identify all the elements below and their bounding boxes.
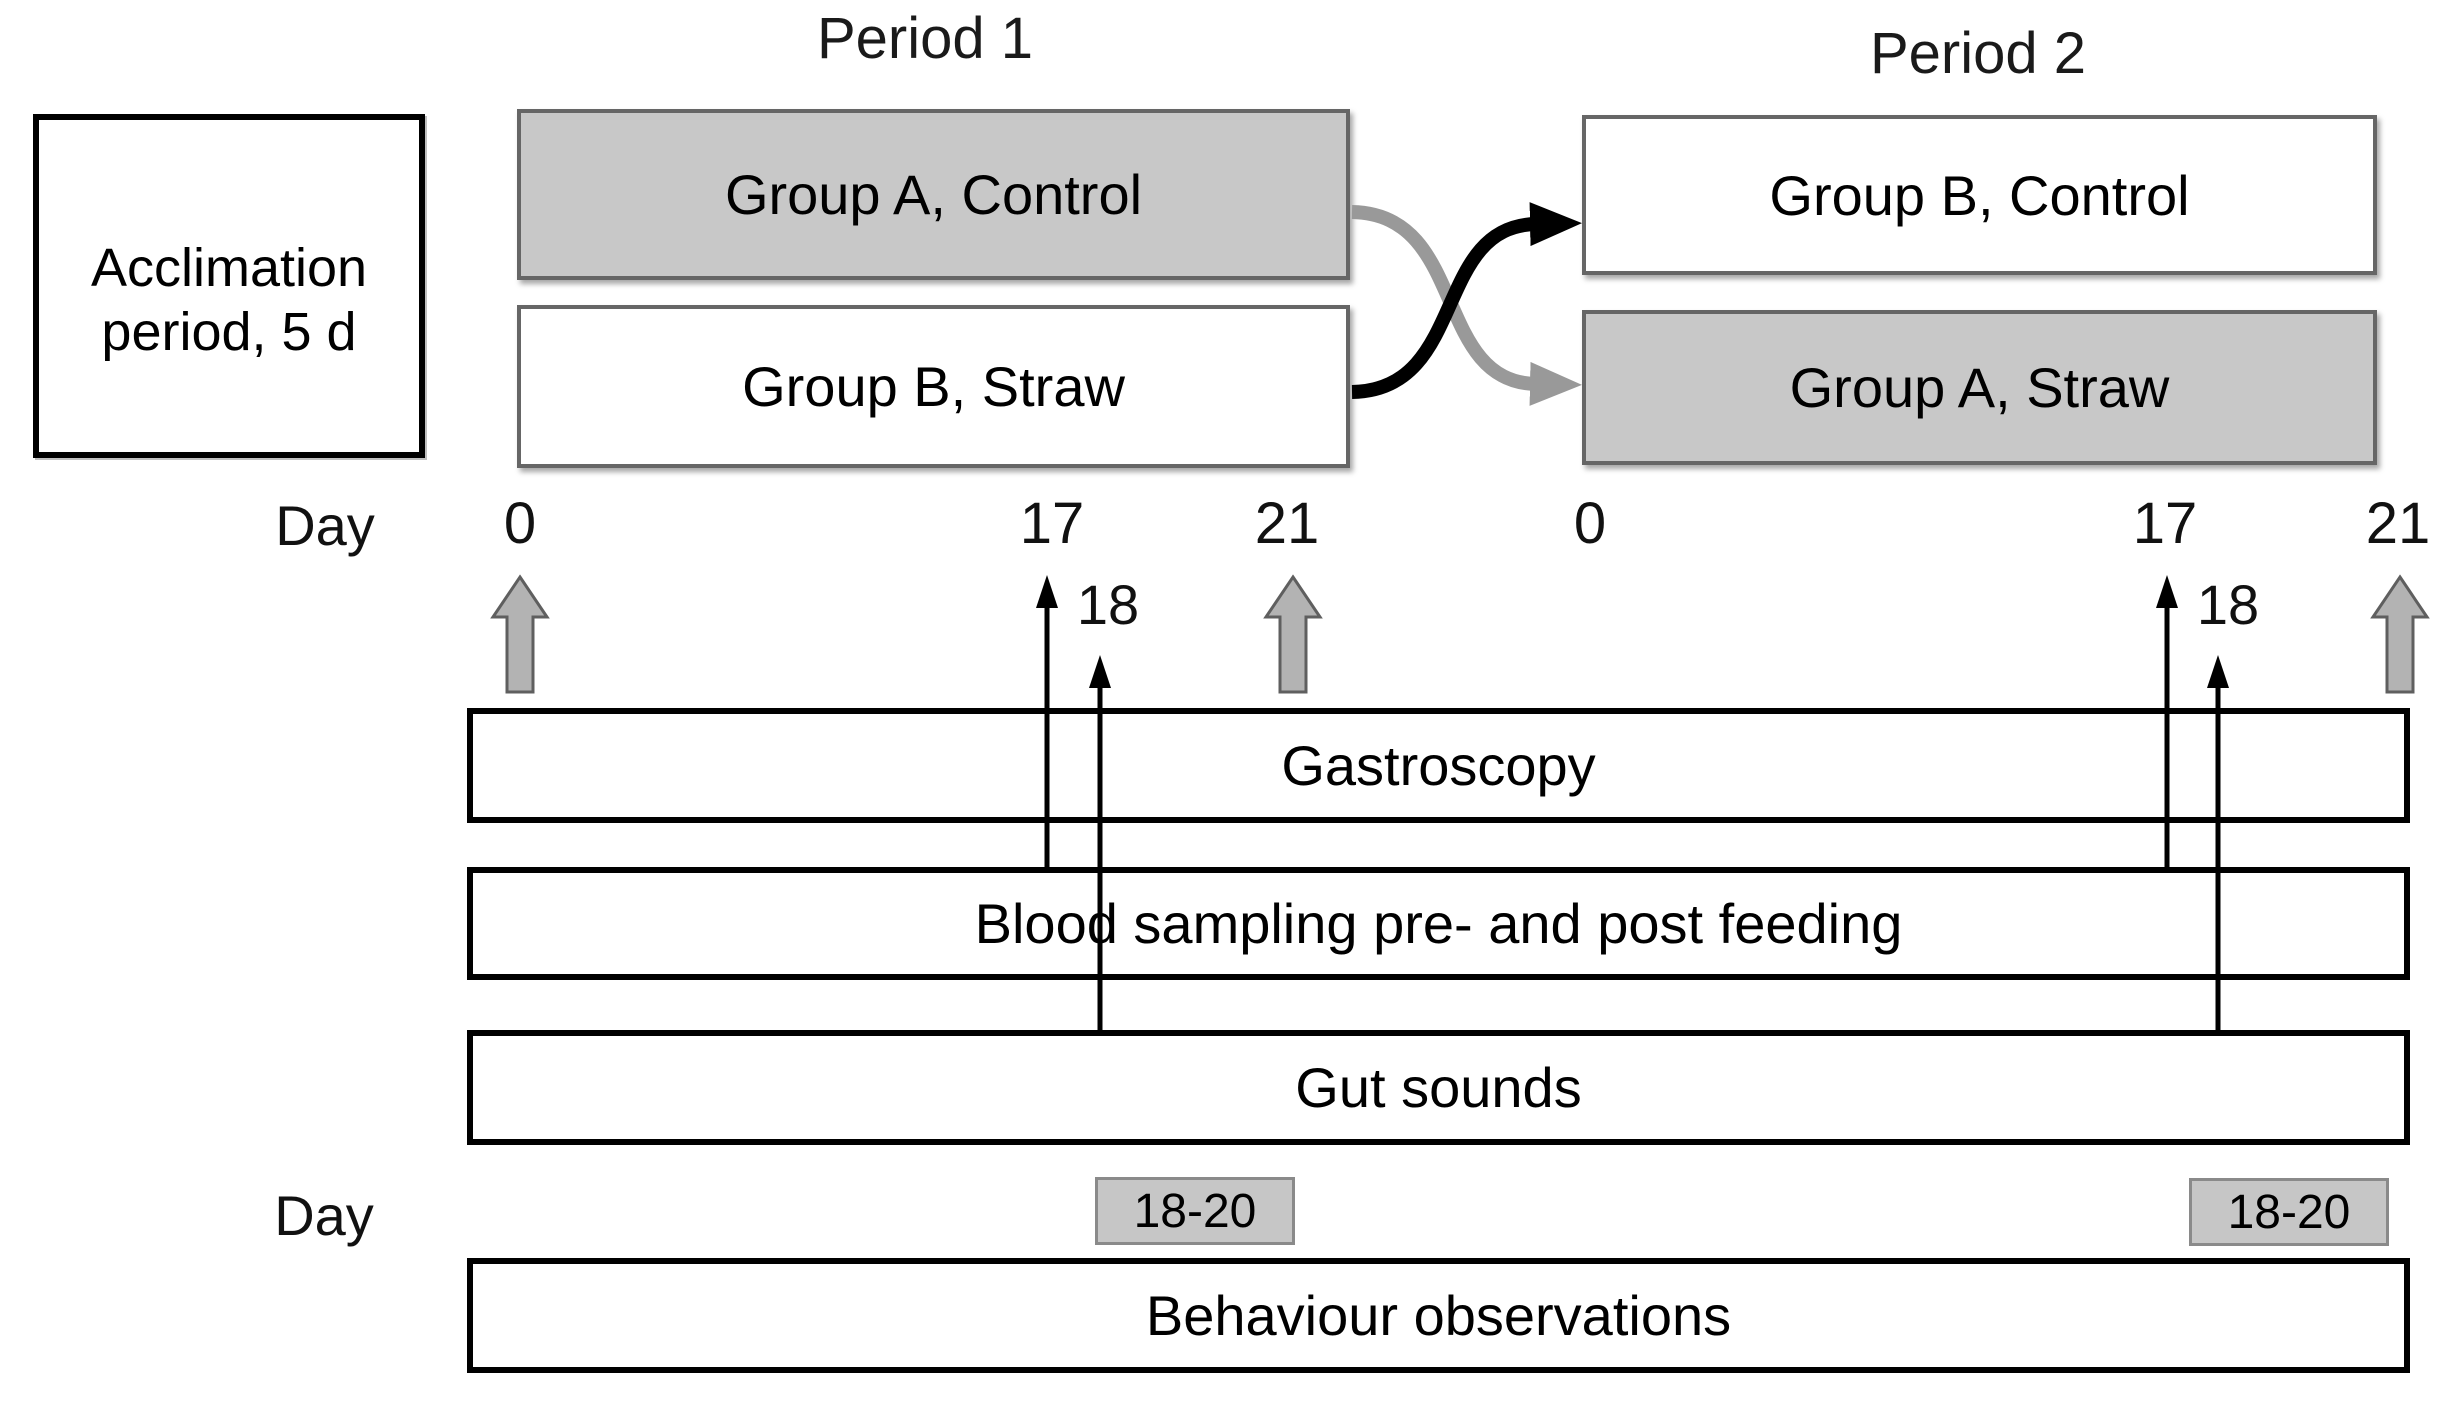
group-b-straw-label: Group B, Straw	[742, 355, 1125, 418]
blood-sampling-box: Blood sampling pre- and post feeding	[467, 867, 2410, 980]
arrow-head-p1-day17	[1036, 575, 1058, 608]
arrow-head-p1-day18	[1089, 655, 1111, 688]
day-axis-label-top: Day	[275, 494, 375, 557]
block-arrow-p1-day0	[490, 574, 550, 694]
behaviour-observations-label: Behaviour observations	[1145, 1284, 1732, 1347]
acclimation-label-line1: Acclimation	[90, 238, 368, 298]
period-1-title: Period 1	[816, 6, 1034, 71]
p1-day-17-tick: 17	[1019, 491, 1085, 556]
gut-sounds-label: Gut sounds	[1295, 1056, 1582, 1119]
p2-day-18-20-label: 18-20	[2227, 1185, 2351, 1239]
p2-day-18-tick: 18	[2196, 573, 2260, 636]
arrow-head-p2-day18	[2207, 655, 2229, 688]
p1-day-18-20-badge: 18-20	[1095, 1177, 1295, 1245]
acclimation-period-box: Acclimation period, 5 d	[33, 114, 425, 458]
group-b-control-label: Group B, Control	[1769, 163, 2190, 227]
block-arrow-p1-day21	[1263, 574, 1323, 694]
group-b-straw-box: Group B, Straw	[517, 305, 1350, 468]
group-a-straw-label: Group A, Straw	[1789, 356, 2170, 419]
p2-day-21-tick: 21	[2365, 491, 2431, 556]
block-arrow-p2-day21	[2370, 574, 2430, 694]
group-b-control-box: Group B, Control	[1582, 115, 2377, 275]
gastroscopy-box: Gastroscopy	[467, 708, 2410, 823]
crossover-arrow-black	[1351, 202, 1582, 399]
group-a-control-box: Group A, Control	[517, 109, 1350, 280]
gastroscopy-label: Gastroscopy	[1281, 734, 1596, 797]
group-a-control-label: Group A, Control	[724, 163, 1143, 226]
p2-day-18-20-badge: 18-20	[2189, 1178, 2389, 1246]
day-axis-label-bottom: Day	[274, 1184, 374, 1247]
arrow-head-p2-day17	[2156, 575, 2178, 608]
p2-day-0-tick: 0	[1573, 491, 1607, 556]
blood-sampling-label: Blood sampling pre- and post feeding	[974, 892, 1903, 955]
period-2-title: Period 2	[1869, 21, 2087, 86]
p1-day-0-tick: 0	[503, 491, 537, 556]
p1-day-18-20-label: 18-20	[1133, 1184, 1257, 1238]
acclimation-label-line2: period, 5 d	[101, 302, 357, 362]
p2-day-17-tick: 17	[2132, 491, 2198, 556]
crossover-arrow-gray	[1351, 205, 1582, 406]
p1-day-18-tick: 18	[1076, 573, 1140, 636]
gut-sounds-box: Gut sounds	[467, 1030, 2410, 1145]
p1-day-21-tick: 21	[1254, 491, 1320, 556]
behaviour-observations-box: Behaviour observations	[467, 1258, 2410, 1373]
group-a-straw-box: Group A, Straw	[1582, 310, 2377, 465]
